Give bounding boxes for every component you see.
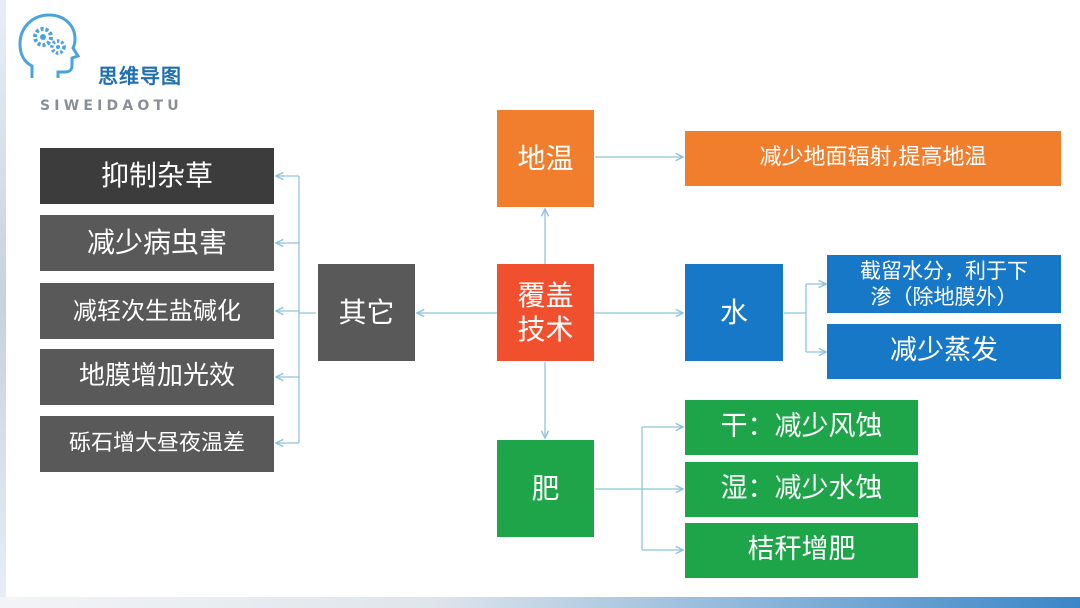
other-item: 抑制杂草 [40,148,274,204]
temperature-item-label: 减少地面辐射,提高地温 [759,145,987,171]
logo: 思维导图 SIWEIDAOTU [18,12,208,114]
logo-title: 思维导图 [98,64,182,88]
water-item-label: 减少蒸发 [890,335,998,367]
water-item: 减少蒸发 [827,324,1061,379]
node-fertilizer: 肥 [497,440,594,537]
bottom-bar-decoration [0,597,1080,608]
fertilizer-item-label: 干：减少风蚀 [720,411,883,443]
other-item: 减轻次生盐碱化 [40,283,274,339]
node-temperature: 地温 [497,110,594,207]
other-item: 砾石增大昼夜温差 [40,416,274,472]
other-item-label: 抑制杂草 [100,159,213,193]
water-item-label: 截留水分，利于下 渗（除地膜外） [860,258,1028,309]
fertilizer-item-label: 湿：减少水蚀 [720,473,883,505]
left-edge-decoration [0,0,6,608]
fertilizer-item-label: 桔秆增肥 [747,534,856,566]
node-water: 水 [685,264,783,361]
node-other: 其它 [318,264,415,361]
head-gears-icon [18,13,80,78]
other-item: 减少病虫害 [40,215,274,271]
other-item-label: 地膜增加光效 [78,361,235,392]
other-item-label: 减轻次生盐碱化 [73,296,241,325]
water-item: 截留水分，利于下 渗（除地膜外） [827,255,1061,313]
node-center-label: 覆盖 技术 [517,278,574,346]
temperature-item: 减少地面辐射,提高地温 [685,131,1061,186]
logo-subtitle: SIWEIDAOTU [40,98,183,114]
other-item-label: 减少病虫害 [86,226,227,260]
other-item-label: 砾石增大昼夜温差 [68,430,245,456]
node-water-label: 水 [719,295,748,329]
other-item: 地膜增加光效 [40,349,274,405]
fertilizer-item: 湿：减少水蚀 [685,462,918,517]
fertilizer-item: 桔秆增肥 [685,523,918,578]
node-fertilizer-label: 肥 [531,471,560,505]
node-center: 覆盖 技术 [497,264,594,361]
node-temperature-label: 地温 [517,141,574,175]
fertilizer-item: 干：减少风蚀 [685,400,918,455]
node-other-label: 其它 [338,295,395,329]
